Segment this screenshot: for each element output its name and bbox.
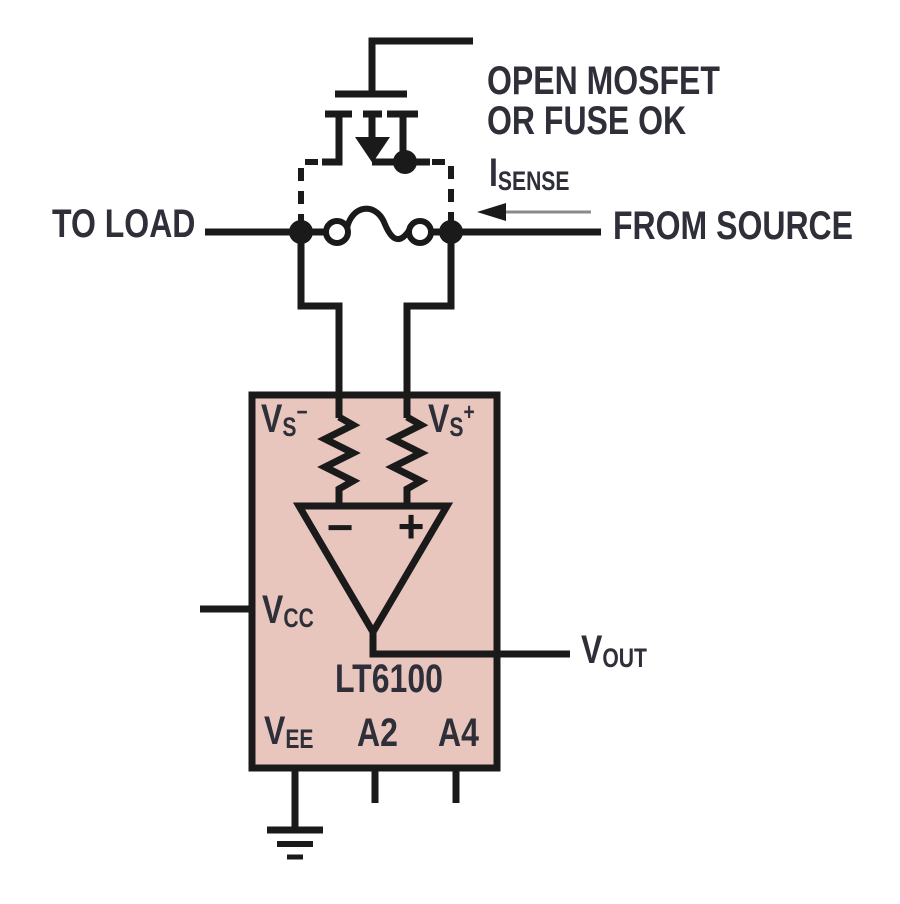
- resistor-left: [317, 413, 361, 506]
- sense-wires: [297, 232, 455, 418]
- output-wire: [369, 628, 570, 658]
- from-source-label: FROM SOURCE: [613, 204, 853, 248]
- resistor-right: [385, 413, 429, 506]
- isense-label: ISENSE: [489, 151, 570, 196]
- junction-dot: [393, 150, 417, 174]
- main-wire: [205, 220, 601, 244]
- dashed-link-right: [432, 159, 454, 226]
- mosfet-arrow-icon: [355, 137, 390, 163]
- lt6100-box: [248, 391, 501, 772]
- vs-minus-pin-label: VS−: [261, 397, 308, 442]
- opamp-noninverting-input-label: +: [397, 500, 425, 552]
- annotation-line2: OR FUSE OK: [487, 99, 687, 143]
- vee-pin-label: VEE: [264, 709, 314, 754]
- ground-icon: [267, 826, 323, 860]
- chip-name-label: LT6100: [335, 657, 443, 701]
- dashed-link-left: [298, 159, 318, 226]
- annotation-line1: OPEN MOSFET: [487, 59, 720, 103]
- a2-pin-label: A2: [357, 711, 398, 755]
- to-load-label: TO LOAD: [52, 202, 196, 246]
- mosfet-symbol: [298, 37, 473, 226]
- vs-plus-pin-label: VS+: [428, 397, 475, 442]
- a4-pin-label: A4: [438, 711, 479, 755]
- pin-wires: [291, 768, 460, 827]
- vout-label: VOUT: [581, 628, 647, 673]
- opamp-inverting-input-label: −: [326, 501, 354, 553]
- fuse-symbol: [323, 205, 434, 246]
- isense-arrow-icon: [477, 203, 591, 221]
- vcc-pin-label: VCC: [262, 588, 314, 633]
- opamp-triangle: [292, 502, 454, 639]
